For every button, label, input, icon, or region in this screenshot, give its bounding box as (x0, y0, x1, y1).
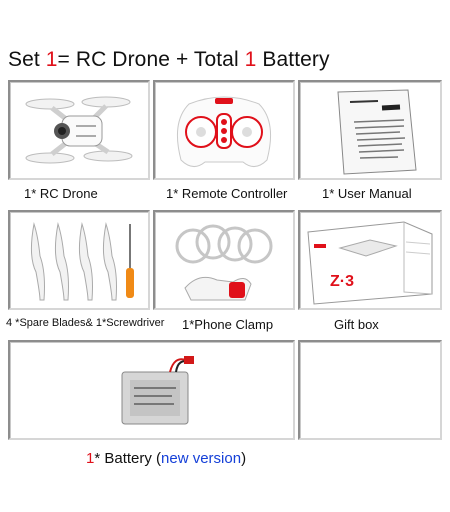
battery-image (121, 356, 194, 425)
drone-cell (8, 80, 150, 180)
battery-close: ) (241, 450, 247, 467)
gift-box-cell: Z·3 (298, 210, 442, 310)
battery-count: 1 (86, 450, 95, 467)
phone-clamp-image (175, 224, 273, 301)
user-manual-cell (298, 80, 442, 180)
caption-phone-clamp: 1*Phone Clamp (182, 317, 274, 332)
user-manual-image (337, 89, 417, 175)
caption-remote-controller: 1* Remote Controller (166, 186, 288, 201)
page-title: Set 1= RC Drone + Total 1 Battery (8, 48, 330, 72)
caption-user-manual: 1* User Manual (322, 186, 412, 201)
title-battery-count: 1 (244, 48, 257, 71)
spare-blades-cell (8, 210, 150, 310)
title-prefix: Set (8, 48, 46, 71)
caption-battery: 1* Battery (new version) (86, 450, 246, 467)
gift-box-image: Z·3 (307, 221, 433, 305)
caption-spare-blades: 4 *Spare Blades& 1*Screwdriver (6, 317, 165, 329)
title-set-number: 1 (45, 48, 58, 71)
title-suffix: Battery (256, 48, 330, 71)
battery-version: new version (161, 450, 242, 467)
caption-rc-drone: 1* RC Drone (24, 186, 98, 201)
spare-blades-image (30, 222, 134, 301)
remote-controller-image (176, 96, 272, 167)
battery-label: * Battery ( (94, 450, 162, 467)
title-middle: = RC Drone + Total (57, 48, 245, 71)
drone-image (25, 96, 133, 164)
caption-gift-box: Gift box (334, 317, 379, 332)
svg-text:Z·3: Z·3 (330, 273, 354, 290)
battery-cell (8, 340, 295, 440)
empty-cell (298, 340, 442, 440)
phone-clamp-cell (153, 210, 295, 310)
remote-controller-cell (153, 80, 295, 180)
